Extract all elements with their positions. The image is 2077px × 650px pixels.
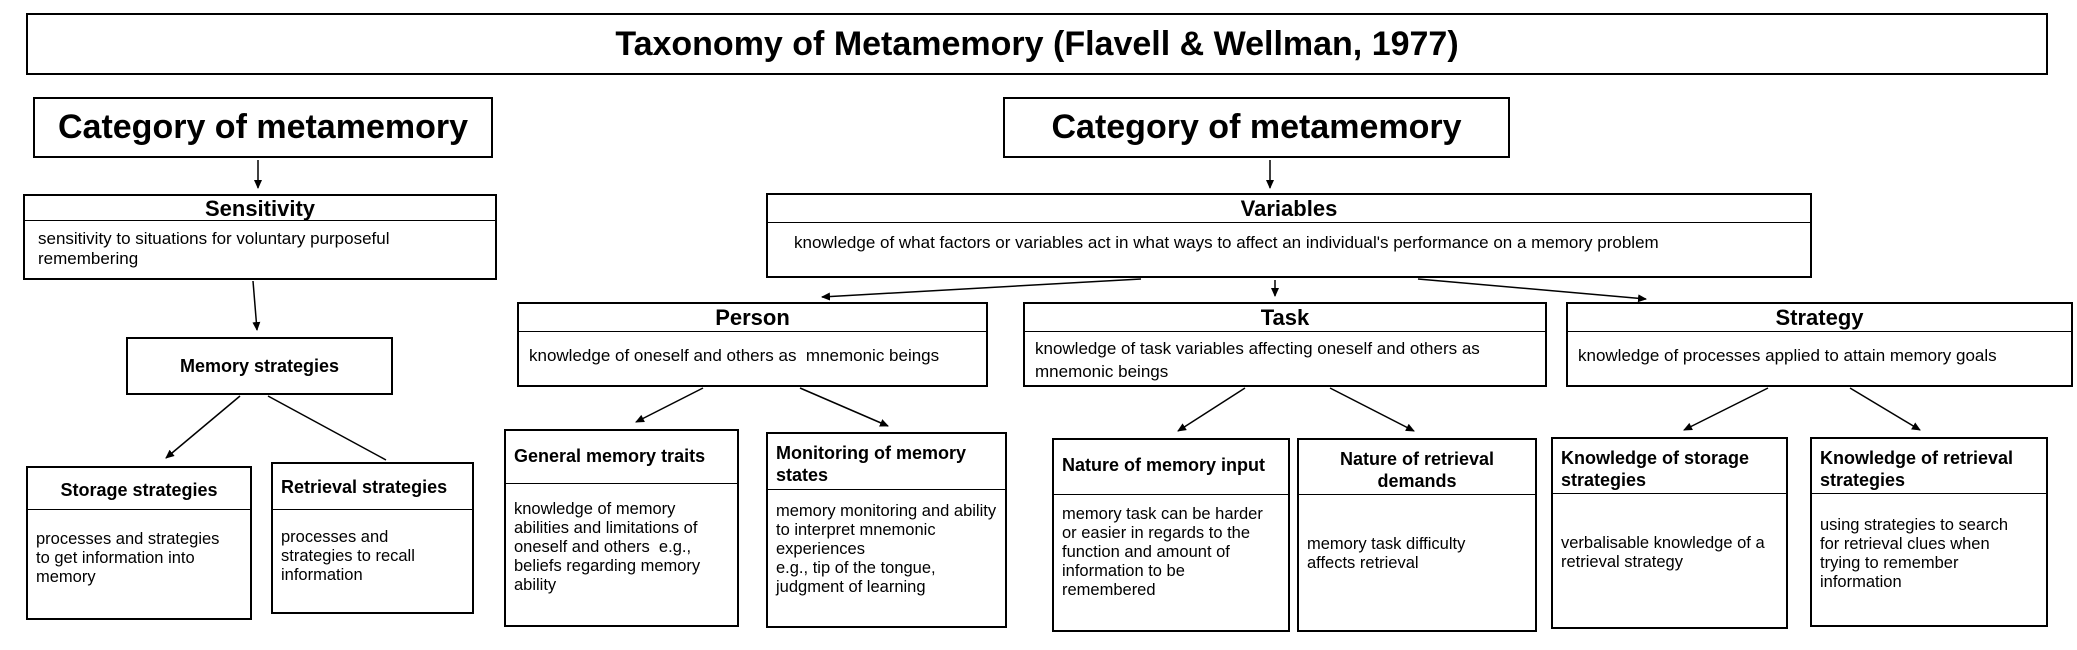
node-monitoring-of-memory-states-title: Monitoring of memory states <box>768 434 1005 490</box>
node-knowledge-of-retrieval-strategies-title: Knowledge of retrieval strategies <box>1812 439 2046 494</box>
node-category-left-label: Category of metamemory <box>57 108 468 146</box>
node-task-body: knowledge of task variables affecting on… <box>1035 339 1480 381</box>
node-strategy-title: Strategy <box>1568 304 2071 332</box>
node-task: Task knowledge of task variables affecti… <box>1023 302 1547 387</box>
node-task-title: Task <box>1025 304 1545 332</box>
edge-sensitivity-memory-strategies <box>252 280 261 331</box>
node-knowledge-of-retrieval-strategies: Knowledge of retrieval strategies using … <box>1810 437 2048 627</box>
node-knowledge-of-storage-strategies-body: verbalisable knowledge of a retrieval st… <box>1561 534 1765 571</box>
node-nature-of-retrieval-demands: Nature of retrieval demands memory task … <box>1297 438 1537 632</box>
node-variables-body: knowledge of what factors or variables a… <box>794 233 1659 252</box>
node-knowledge-of-retrieval-strategies-body: using strategies to search for retrieval… <box>1820 516 2009 591</box>
node-knowledge-of-storage-strategies-title: Knowledge of storage strategies <box>1553 439 1786 494</box>
node-storage-strategies: Storage strategies processes and strateg… <box>26 466 252 620</box>
node-category-left: Category of metamemory <box>33 97 493 158</box>
node-nature-of-retrieval-demands-body: memory task difficulty affects retrieval <box>1307 535 1466 572</box>
node-monitoring-of-memory-states: Monitoring of memory states memory monit… <box>766 432 1007 628</box>
node-nature-of-retrieval-demands-title: Nature of retrieval demands <box>1299 440 1535 495</box>
edge-task-nature-input <box>1177 387 1246 432</box>
node-variables-title: Variables <box>768 195 1810 223</box>
edge-memory-strategies-storage <box>165 395 241 459</box>
node-variables: Variables knowledge of what factors or v… <box>766 193 1812 278</box>
node-retrieval-strategies-body: processes and strategies to recall infor… <box>281 528 415 584</box>
node-general-memory-traits-body: knowledge of memory abilities and limita… <box>514 500 701 594</box>
node-nature-of-memory-input: Nature of memory input memory task can b… <box>1052 438 1290 632</box>
node-knowledge-of-storage-strategies: Knowledge of storage strategies verbalis… <box>1551 437 1788 629</box>
edge-task-nature-retrieval <box>1329 387 1415 432</box>
edge-strategy-knowledge-retrieval <box>1849 387 1921 431</box>
node-nature-of-memory-input-body: memory task can be harder or easier in r… <box>1062 505 1263 599</box>
node-sensitivity-body: sensitivity to situations for voluntary … <box>38 229 390 268</box>
node-category-right-label: Category of metamemory <box>1051 108 1462 146</box>
edge-person-monitoring <box>799 387 889 427</box>
node-category-right: Category of metamemory <box>1003 97 1510 158</box>
edge-variables-person <box>821 278 1142 301</box>
node-general-memory-traits: General memory traits knowledge of memor… <box>504 429 739 627</box>
node-storage-strategies-body: processes and strategies to get informat… <box>36 530 220 586</box>
node-sensitivity-title: Sensitivity <box>25 196 495 221</box>
edge-memory-strategies-retrieval <box>267 395 387 461</box>
edge-person-general-traits <box>635 387 704 423</box>
node-strategy: Strategy knowledge of processes applied … <box>1566 302 2073 387</box>
node-person: Person knowledge of oneself and others a… <box>517 302 988 387</box>
node-storage-strategies-title: Storage strategies <box>28 468 250 510</box>
diagram-title: Taxonomy of Metamemory (Flavell & Wellma… <box>615 24 1459 63</box>
node-sensitivity: Sensitivity sensitivity to situations fo… <box>23 194 497 280</box>
node-general-memory-traits-title: General memory traits <box>506 431 737 484</box>
node-retrieval-strategies: Retrieval strategies processes and strat… <box>271 462 474 614</box>
node-strategy-body: knowledge of processes applied to attain… <box>1578 346 1997 365</box>
edge-variables-strategy <box>1417 278 1647 303</box>
node-nature-of-memory-input-title: Nature of memory input <box>1054 440 1288 495</box>
node-person-title: Person <box>519 304 986 332</box>
node-monitoring-of-memory-states-body: memory monitoring and ability to interpr… <box>776 502 997 596</box>
node-retrieval-strategies-title: Retrieval strategies <box>273 464 472 510</box>
edge-strategy-knowledge-storage <box>1683 387 1769 431</box>
diagram-title-box: Taxonomy of Metamemory (Flavell & Wellma… <box>26 13 2048 75</box>
node-memory-strategies: Memory strategies <box>126 337 393 395</box>
node-memory-strategies-label: Memory strategies <box>179 355 340 376</box>
node-person-body: knowledge of oneself and others as mnemo… <box>529 346 940 365</box>
